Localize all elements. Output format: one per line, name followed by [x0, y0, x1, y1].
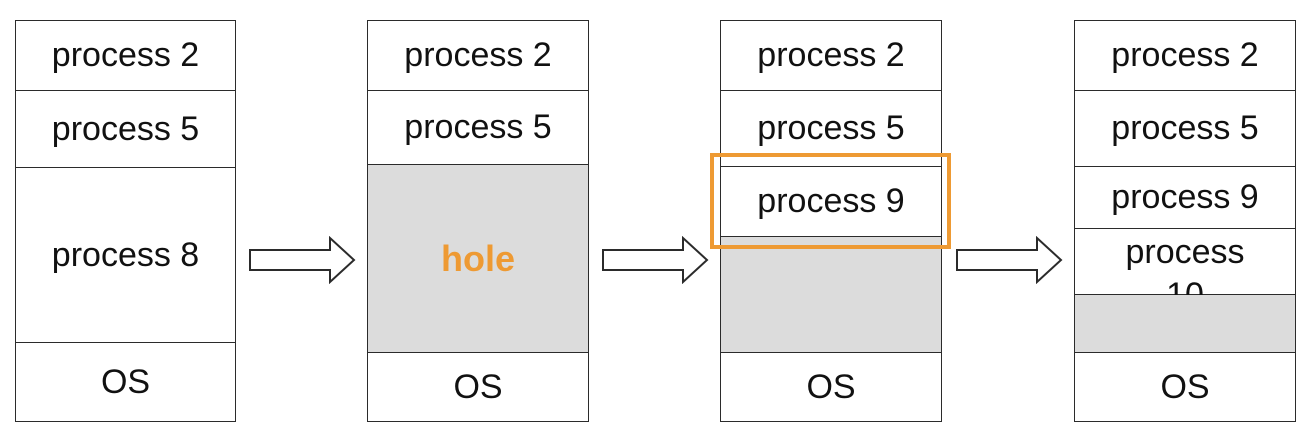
segment-os: OS	[453, 367, 503, 406]
memory-column-4: process 2 process 5 process 9 process 10…	[1074, 20, 1296, 422]
memory-column-2: process 2 process 5 hole OS	[367, 20, 589, 422]
right-arrow-icon	[249, 236, 356, 284]
segment-process-2: process 2	[16, 21, 235, 91]
right-arrow-icon	[602, 236, 709, 284]
memory-column-3: process 2 process 5 process 9 OS	[720, 20, 942, 422]
segment-process-2: process 2	[721, 21, 941, 91]
segment-os: OS	[100, 362, 151, 401]
segment-process-5: process 5	[368, 91, 588, 165]
segment-free-space	[721, 237, 941, 353]
segment-os: OS	[806, 367, 856, 406]
segment-free-space	[1075, 295, 1295, 353]
segment-process-9: process 9	[1075, 167, 1295, 229]
segment-process-8: process 8	[16, 168, 235, 343]
segment-process-5: process 5	[721, 91, 941, 167]
segment-hole: hole	[368, 165, 588, 353]
segment-process-5: process 5	[16, 91, 235, 168]
allocation-highlight-box	[710, 153, 951, 249]
segment-process-2: process 2	[368, 21, 588, 91]
segment-os: OS	[1160, 367, 1210, 406]
segment-process-10: process 10	[1075, 229, 1295, 314]
segment-process-9: process 9	[721, 167, 941, 237]
process-10-label-line1: process	[1125, 233, 1245, 271]
segment-process-2: process 2	[1075, 21, 1295, 91]
segment-process-5: process 5	[1075, 91, 1295, 167]
right-arrow-icon	[956, 236, 1063, 284]
memory-column-1: process 2 process 5 process 8 OS	[15, 20, 236, 422]
